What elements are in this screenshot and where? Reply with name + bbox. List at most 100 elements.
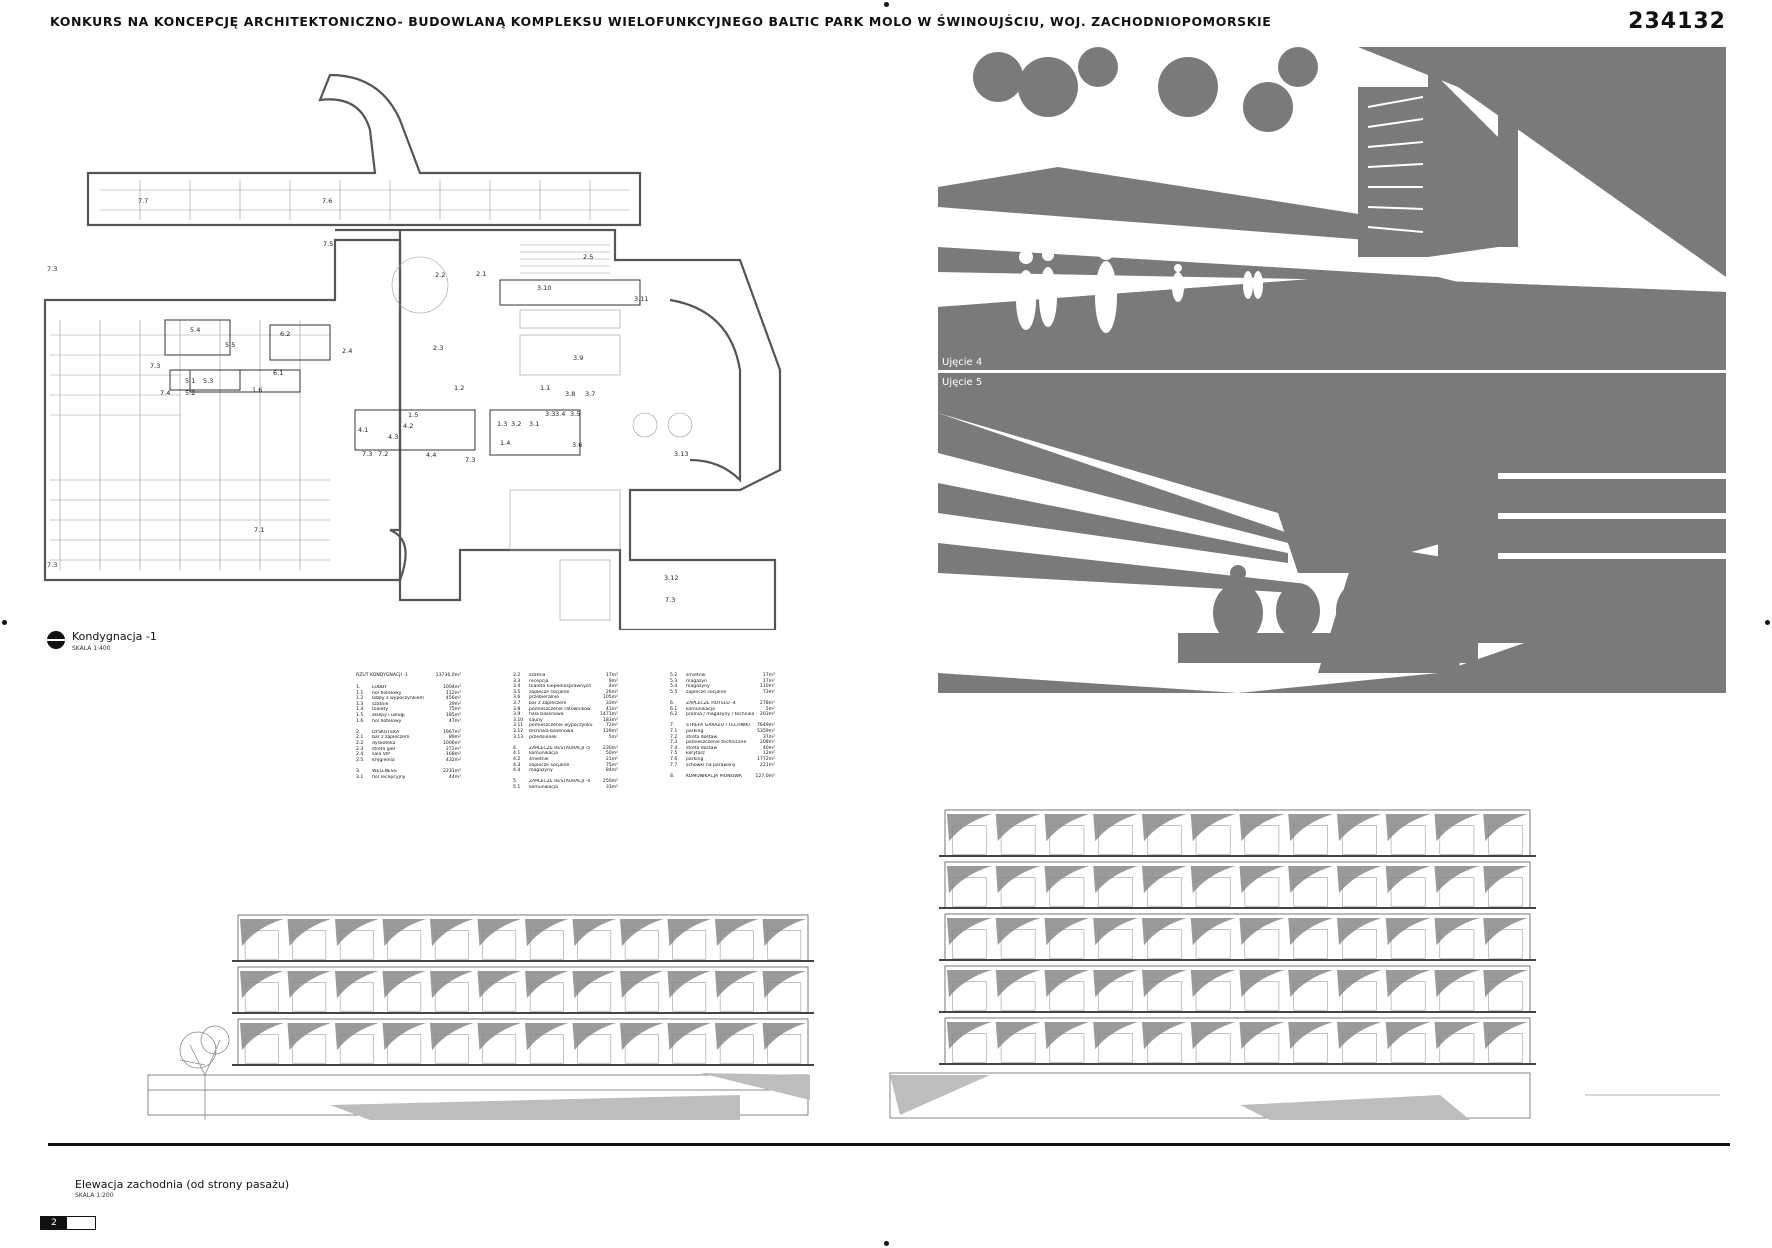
legend-number: 3.11 bbox=[513, 723, 524, 729]
room-label: 3.7 bbox=[585, 390, 595, 398]
legend-area: 203m² bbox=[759, 712, 775, 718]
tree-icon bbox=[179, 1025, 230, 1120]
legend-header: RZUT KONDYGNACJI -1 13736,0m² bbox=[356, 673, 461, 678]
legend-area: 9m² bbox=[608, 678, 618, 684]
legend-area: 72m² bbox=[605, 723, 618, 729]
legend-label: bar z zapleczem bbox=[372, 735, 410, 741]
legend-number: 3.2 bbox=[513, 673, 521, 678]
legend-label: zaplecze socjalne bbox=[529, 689, 570, 695]
room-label: 7.3 bbox=[465, 456, 475, 464]
room-label: 4.4 bbox=[426, 451, 436, 459]
legend-area: 1471m² bbox=[599, 712, 618, 718]
legend-label: magazyn bbox=[686, 678, 708, 684]
legend-label: toaleta niepełnosprawnych bbox=[529, 684, 592, 690]
legend-label: strefa gier bbox=[372, 746, 396, 752]
registration-mark bbox=[1765, 620, 1770, 625]
legend-row: 5.5 zaplecze socjalne 73m² bbox=[670, 690, 775, 696]
legend-number: 1.6 bbox=[356, 718, 364, 724]
room-label: 7.3 bbox=[47, 561, 57, 569]
legend-area: 17m² bbox=[762, 678, 775, 684]
legend-number: 3.5 bbox=[513, 689, 521, 695]
legend-area: 1004m² bbox=[442, 685, 461, 690]
legend-number: 7.3 bbox=[670, 740, 678, 746]
legend-label: sala VIP bbox=[372, 752, 391, 758]
room-label: 5.5 bbox=[225, 341, 235, 349]
room-label: 7.5 bbox=[323, 240, 333, 248]
legend-label: strefa dostaw bbox=[686, 734, 718, 740]
legend-number: 7.1 bbox=[670, 728, 678, 734]
legend-label: ZAPLECZE RESTAURACJI -4 bbox=[529, 779, 591, 785]
room-label: 2.2 bbox=[435, 271, 445, 279]
view-5-rendering: Ujęcie 5 bbox=[938, 373, 1726, 693]
legend-area: 75m² bbox=[605, 762, 618, 768]
room-label: 2.5 bbox=[583, 253, 593, 261]
legend-number: 5.5 bbox=[670, 689, 678, 695]
legend-area: 456m² bbox=[445, 696, 461, 702]
legend-number: 3.6 bbox=[513, 695, 521, 701]
legend-number: 8. bbox=[670, 773, 675, 779]
legend-label: parking bbox=[686, 756, 704, 762]
legend-label: pomieszczenie techniczne bbox=[686, 740, 747, 746]
legend-area: 1967m² bbox=[442, 729, 461, 735]
legend-area: 5359m² bbox=[756, 728, 775, 734]
legend-label: przebieralnie bbox=[529, 695, 560, 701]
legend-label: zaplecze socjalne bbox=[686, 689, 727, 695]
elevation-title: Elewacja zachodnia (od strony pasażu) bbox=[75, 1178, 290, 1191]
legend-number: 3.12 bbox=[513, 728, 524, 734]
registration-mark bbox=[884, 1241, 889, 1246]
room-label: 2.4 bbox=[342, 347, 352, 355]
legend-number: 7.2 bbox=[670, 734, 678, 740]
legend-area: 44m² bbox=[448, 774, 461, 780]
room-label: 6.1 bbox=[273, 369, 283, 377]
legend-number: 2.4 bbox=[356, 752, 364, 758]
legend-area: 183m² bbox=[602, 717, 618, 723]
legend-label: strefa dostaw bbox=[686, 745, 718, 751]
room-label: 1.4 bbox=[500, 439, 510, 447]
plan-title: Kondygnacja -1 bbox=[72, 630, 157, 643]
view-5-label: Ujęcie 5 bbox=[942, 377, 982, 388]
legend-number: 4.3 bbox=[513, 762, 521, 768]
legend-number: 3.7 bbox=[513, 700, 521, 706]
legend-number: 5.4 bbox=[670, 684, 678, 690]
legend-label: sauny bbox=[529, 717, 543, 723]
legend-number: 2.2 bbox=[356, 740, 364, 746]
room-label: 1.6 bbox=[252, 386, 262, 394]
legend-area: 208m² bbox=[759, 740, 775, 746]
legend-label: ZAPLECZE RESTAURACJI -5 bbox=[529, 745, 591, 751]
legend-area: 73m² bbox=[762, 689, 775, 695]
legend-number: 1.1 bbox=[356, 690, 364, 696]
legend-area: 272m² bbox=[445, 746, 461, 752]
room-label: 7.7 bbox=[138, 197, 148, 205]
legend-number: 7. bbox=[670, 723, 675, 729]
legend-label: toalety bbox=[372, 707, 389, 713]
legend-number: 3.9 bbox=[513, 712, 521, 718]
legend-number: 4.2 bbox=[513, 756, 521, 762]
legend-area: 26m² bbox=[605, 689, 618, 695]
view-4-rendering: Ujęcie 4 bbox=[938, 47, 1726, 370]
legend-number: 1. bbox=[356, 685, 361, 690]
room-label: 7.2 bbox=[378, 450, 388, 458]
legend-label: recepcja bbox=[529, 678, 549, 684]
room-label: 2.1 bbox=[476, 270, 486, 278]
legend-area: 5m² bbox=[765, 706, 775, 712]
room-label: 3.2 bbox=[511, 420, 521, 428]
legend-label: szatnia bbox=[529, 673, 546, 678]
legend-area: 221m² bbox=[759, 762, 775, 768]
legend-number: 3.4 bbox=[513, 684, 521, 690]
legend-area: 50m² bbox=[605, 751, 618, 757]
